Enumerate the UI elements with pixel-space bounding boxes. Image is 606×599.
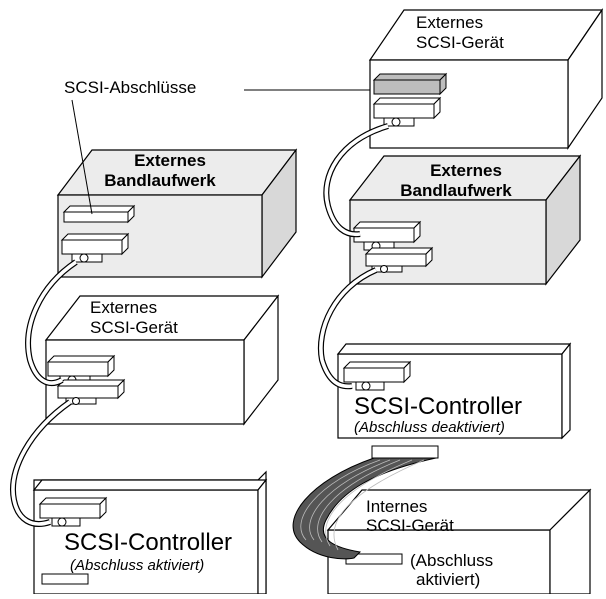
left-controller-connector bbox=[38, 496, 108, 527]
internal-ribbon-cable bbox=[292, 457, 437, 560]
right-ext-device-title-2: SCSI-Gerät bbox=[416, 33, 504, 52]
right-controller-title: SCSI-Controller bbox=[354, 393, 522, 420]
internal-device-title-2: SCSI-Gerät bbox=[366, 516, 454, 535]
left-controller-title: SCSI-Controller bbox=[64, 529, 232, 556]
right-tape-title-1: Externes bbox=[430, 161, 502, 180]
left-cable-1 bbox=[26, 260, 77, 385]
left-tape-connector bbox=[60, 232, 130, 263]
right-controller-connector bbox=[342, 360, 412, 391]
internal-device-title-1: Internes bbox=[366, 497, 427, 516]
left-ext-device-title-2: SCSI-Gerät bbox=[90, 318, 178, 337]
right-controller-internal-connector bbox=[371, 445, 439, 459]
right-controller-note: (Abschluss deaktiviert) bbox=[354, 419, 505, 436]
right-cable-1 bbox=[324, 124, 389, 237]
left-tape-title-2: Bandlaufwerk bbox=[104, 171, 216, 190]
left-controller-terminator bbox=[41, 573, 89, 585]
right-cable-2 bbox=[319, 268, 377, 389]
right-tape-title-2: Bandlaufwerk bbox=[400, 181, 512, 200]
left-ext-device-connectors bbox=[46, 354, 126, 405]
left-cable-2 bbox=[11, 400, 72, 526]
left-ext-device-title-1: Externes bbox=[90, 298, 157, 317]
right-tape-connectors bbox=[352, 220, 434, 273]
internal-terminator-note-2: aktiviert) bbox=[416, 570, 480, 589]
right-ext-device-connector bbox=[372, 96, 442, 127]
right-ext-device-title-1: Externes bbox=[416, 13, 483, 32]
internal-terminator-note-1: (Abschluss bbox=[410, 551, 493, 570]
left-controller-note: (Abschluss aktiviert) bbox=[70, 557, 204, 574]
terminator-pointer-left bbox=[71, 99, 93, 215]
terminators-label: SCSI-Abschlüsse bbox=[64, 78, 196, 97]
left-tape-title-1: Externes bbox=[134, 151, 206, 170]
right-ext-device-terminator bbox=[372, 72, 448, 96]
left-tape-terminator bbox=[62, 204, 136, 224]
left-ext-device-box bbox=[44, 294, 280, 426]
left-controller-box bbox=[32, 470, 268, 595]
